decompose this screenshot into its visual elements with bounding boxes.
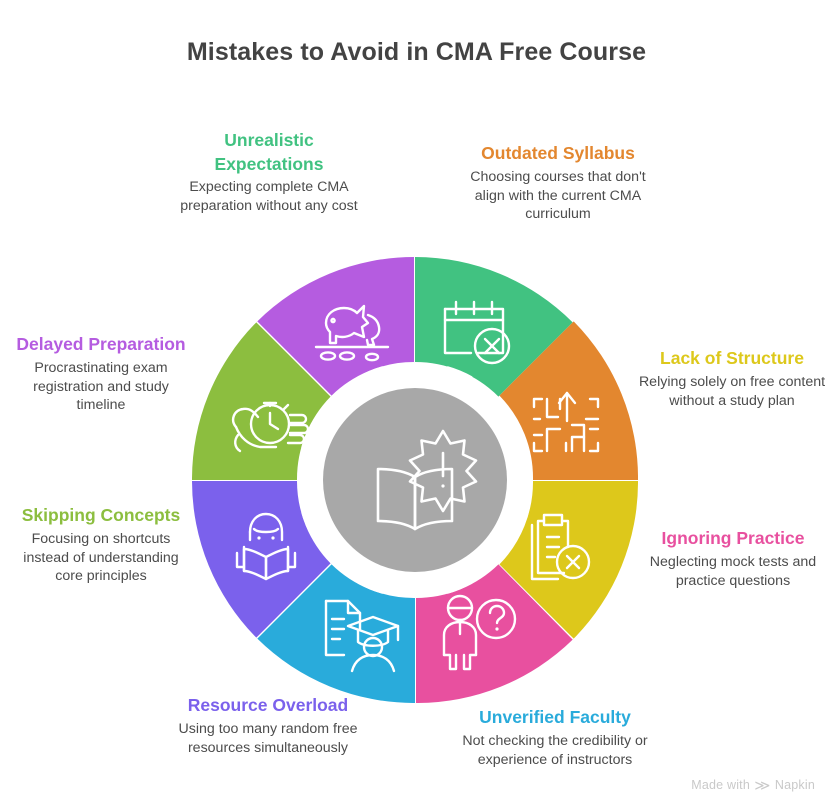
hand-holding-stopwatch-icon — [232, 401, 310, 453]
callout-description: Not checking the credibility or experien… — [462, 732, 648, 768]
callout-resource-overload: Resource Overload Using too many random … — [168, 694, 368, 757]
mistakes-wheel-diagram — [192, 257, 638, 703]
person-reading-book-icon — [235, 512, 297, 581]
wheel-svg — [192, 257, 638, 703]
napkin-watermark: Made with ≫ Napkin — [691, 778, 815, 792]
broken-piggy-bank-icon — [314, 304, 390, 362]
callout-title: Skipping Concepts — [21, 505, 181, 525]
maze-arrow-icon — [532, 391, 600, 453]
page-title: Mistakes to Avoid in CMA Free Course — [186, 38, 647, 66]
callout-title: Unverified Faculty — [479, 707, 631, 727]
callout-outdated-syllabus: Outdated Syllabus Choosing courses that … — [463, 142, 653, 224]
callout-title: Ignoring Practice — [661, 528, 805, 548]
callout-unrealistic-expectations: Unrealistic Expectations Expecting compl… — [175, 129, 363, 216]
napkin-logo-icon: ≫ — [754, 777, 771, 793]
segment-outdated-syllabus[interactable] — [499, 321, 638, 480]
segment-unrealistic-expectations[interactable] — [415, 257, 573, 397]
callout-description: Focusing on shortcuts instead of underst… — [23, 530, 179, 585]
open-book-with-warning-burst-icon — [376, 429, 478, 531]
callout-title: Resource Overload — [187, 695, 349, 715]
callout-title: Unrealistic Expectations — [214, 130, 324, 174]
callout-description: Choosing courses that don't align with t… — [470, 168, 646, 223]
watermark-prefix: Made with — [691, 778, 751, 792]
callout-ignoring-practice: Ignoring Practice Neglecting mock tests … — [638, 527, 828, 590]
calendar-cancel-icon — [443, 300, 511, 365]
callout-delayed-preparation: Delayed Preparation Procrastinating exam… — [8, 333, 194, 415]
callout-unverified-faculty: Unverified Faculty Not checking the cred… — [455, 706, 655, 769]
segment-skipping-concepts[interactable] — [192, 322, 331, 480]
callout-description: Procrastinating exam registration and st… — [33, 359, 169, 414]
callout-lack-of-structure: Lack of Structure Relying solely on free… — [638, 347, 826, 410]
document-graduate-icon — [324, 599, 400, 673]
callout-title: Delayed Preparation — [16, 334, 186, 354]
callout-description: Expecting complete CMA preparation witho… — [180, 179, 358, 215]
callout-skipping-concepts: Skipping Concepts Focusing on shortcuts … — [8, 504, 194, 586]
callout-title: Lack of Structure — [660, 348, 804, 368]
watermark-brand: Napkin — [774, 778, 815, 792]
callout-description: Relying solely on free content without a… — [638, 373, 826, 409]
callout-description: Using too many random free resources sim… — [178, 720, 358, 756]
segment-resource-overload[interactable] — [192, 481, 331, 638]
clipboard-cancel-icon — [530, 513, 591, 581]
person-question-mark-icon — [442, 594, 517, 671]
segment-unverified-faculty[interactable] — [257, 564, 415, 703]
callout-title: Outdated Syllabus — [481, 143, 635, 163]
callout-description: Neglecting mock tests and practice quest… — [649, 553, 817, 589]
segment-lack-of-structure[interactable] — [499, 481, 638, 639]
